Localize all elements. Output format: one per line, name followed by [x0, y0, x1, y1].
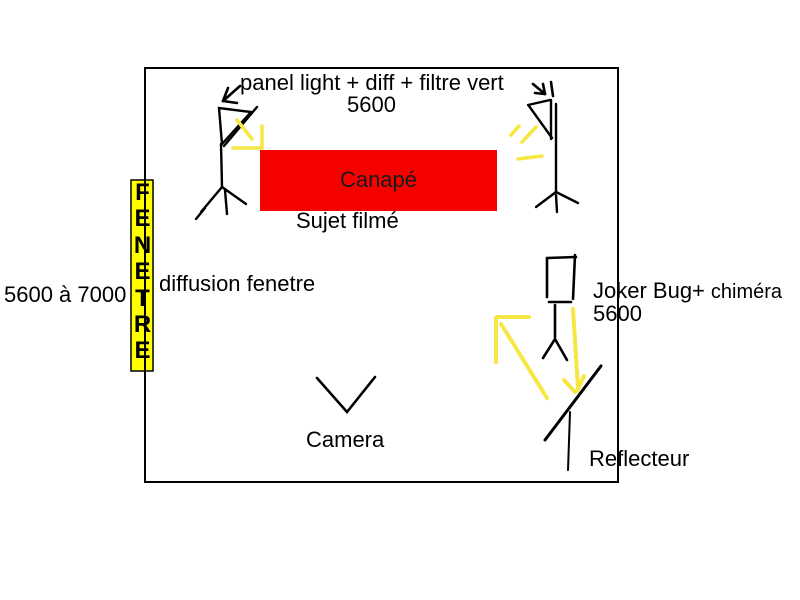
panel-light-title: panel light + diff + filtre vert — [240, 70, 504, 95]
camera-label: Camera — [306, 427, 385, 452]
left-light-ray-icon — [231, 118, 264, 150]
right-arrow-icon — [531, 80, 555, 98]
reflector-icon — [543, 364, 603, 471]
joker-ray-upleft-icon — [494, 315, 549, 400]
window-color-temp: 5600 à 7000 — [4, 282, 127, 307]
diffusion-label: diffusion fenetre — [159, 271, 316, 296]
couch-label: Canapé — [339, 167, 418, 193]
left-panel-light-icon — [194, 105, 259, 221]
window-rect — [130, 179, 154, 372]
couch-rect: Canapé — [260, 150, 497, 211]
panel-light-temp: 5600 — [347, 92, 396, 117]
joker-light-icon — [541, 253, 578, 362]
joker-ray-down-icon — [562, 307, 586, 394]
room-outline — [144, 67, 619, 483]
left-arrow-icon — [221, 84, 242, 105]
joker-modifier: chiméra — [710, 281, 783, 303]
joker-name: Joker Bug+ — [593, 278, 705, 303]
subject-caption: Sujet filmé — [296, 208, 399, 233]
joker-caption: Joker Bug+ chiméra — [593, 278, 783, 303]
right-panel-light-icon — [526, 98, 580, 214]
right-light-ray-icon — [509, 124, 544, 161]
joker-color-temp: 5600 — [593, 301, 642, 326]
reflector-label: Reflecteur — [589, 446, 690, 471]
window-vertical-label: FENETRE — [133, 179, 152, 365]
camera-icon — [315, 375, 377, 415]
